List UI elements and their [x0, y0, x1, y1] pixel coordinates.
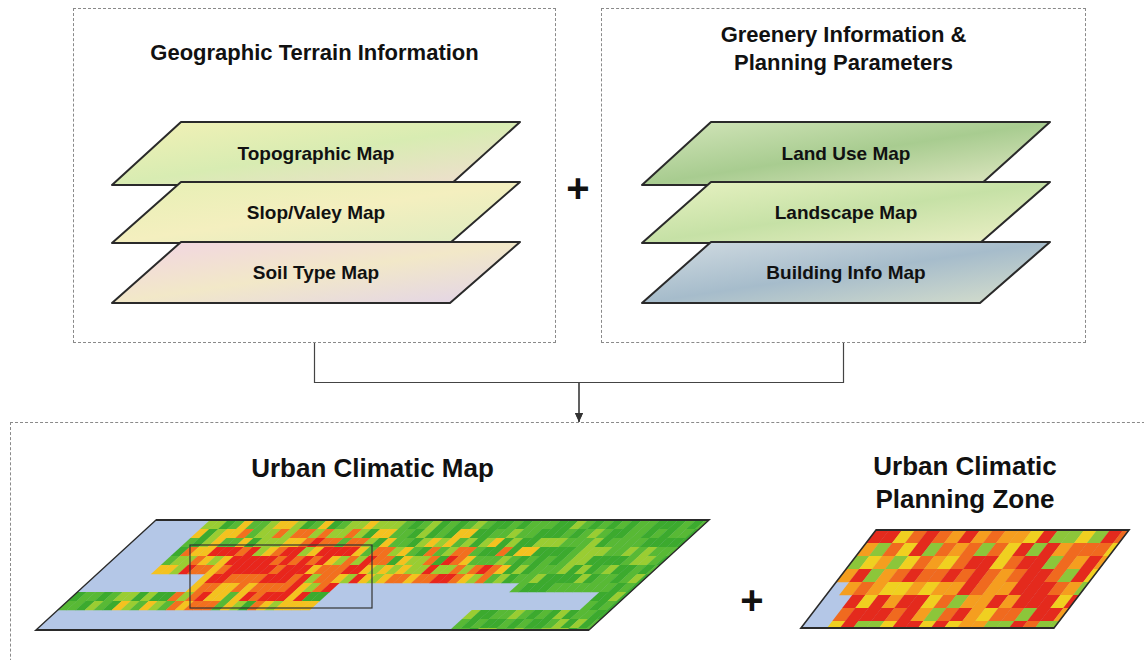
map-layer: Topographic Map [111, 121, 521, 186]
layer-outline [112, 122, 520, 185]
layer-outline [642, 182, 1050, 243]
map-heading: Urban Climatic Planning Zone [835, 448, 1095, 515]
map-layer: Land Use Map [641, 121, 1051, 186]
layer-label: Land Use Map [641, 121, 1051, 186]
layer-outline [642, 122, 1050, 185]
layer-label: Topographic Map [111, 121, 521, 186]
group-heading: Geographic Terrain Information [95, 9, 535, 67]
layer-outline [112, 182, 520, 243]
layer-outline [642, 242, 1050, 303]
flow-arrow [315, 343, 580, 422]
layer-label: Slop/Valey Map [111, 181, 521, 244]
layer-outline [112, 242, 520, 303]
layer-label: Building Info Map [641, 241, 1051, 304]
flow-arrow [579, 343, 844, 422]
map-layer: Landscape Map [641, 181, 1051, 244]
plus-sign: + [732, 580, 772, 620]
map-layer: Soil Type Map [111, 241, 521, 304]
map-layer: Slop/Valey Map [111, 181, 521, 244]
climate-map: Urban Climatic Map [35, 450, 710, 632]
map-layer: Building Info Map [641, 241, 1051, 304]
layer-label: Landscape Map [641, 181, 1051, 244]
group-heading: Greenery Information & Planning Paramete… [694, 9, 994, 76]
plus-sign: + [558, 168, 598, 208]
input-group-box: Geographic Terrain InformationTopographi… [73, 8, 556, 343]
climate-map: Urban Climatic Planning Zone [800, 448, 1130, 632]
layer-label: Soil Type Map [111, 241, 521, 304]
map-heading: Urban Climatic Map [53, 450, 693, 485]
input-group-box: Greenery Information & Planning Paramete… [601, 8, 1086, 343]
